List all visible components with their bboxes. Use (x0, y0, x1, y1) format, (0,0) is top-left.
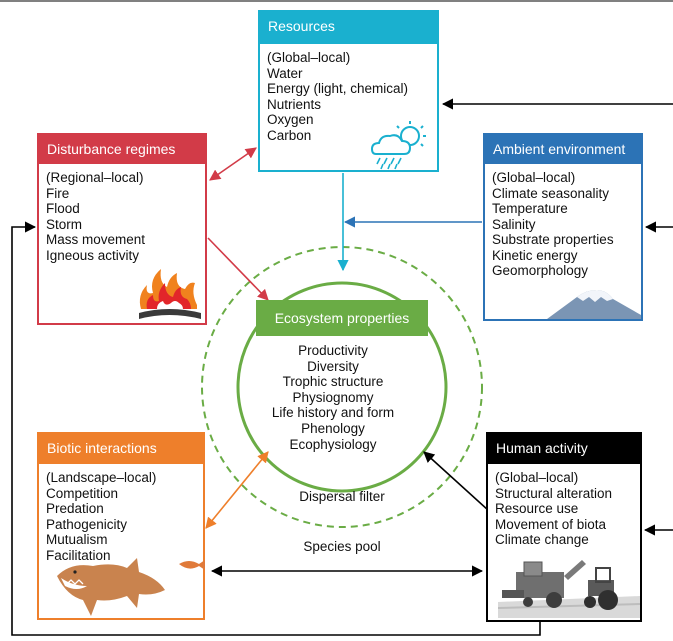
biotic-item: Mutualism (46, 532, 108, 547)
human-item: Movement of biota (495, 516, 607, 532)
disturbance-list: (Regional–local) Fire Flood Storm Mass m… (39, 164, 205, 263)
human-item: Climate change (495, 532, 589, 547)
biotic-item: Pathogenicity (46, 516, 128, 532)
ambient-item: Climate seasonality (492, 185, 610, 201)
ambient-item: Temperature (492, 201, 568, 216)
biotic-item: Predation (46, 501, 104, 516)
biotic-ecosystem-arrow (205, 451, 269, 529)
ambient-item: (Global–local) (492, 170, 576, 185)
disturbance-box: Disturbance regimes (Regional–local) Fir… (37, 133, 207, 325)
disturbance-item: Mass movement (46, 232, 146, 247)
human-title: Human activity (488, 434, 640, 464)
ambient-item: Salinity (492, 216, 536, 232)
human-box: Human activity (Global–local) Structural… (486, 432, 642, 622)
ecosystem-item: Trophic structure (282, 374, 384, 390)
biotic-list: (Landscape–local) Competition Predation … (39, 464, 203, 563)
feedback-loop-left (11, 221, 541, 636)
ecosystem-item: Phenology (301, 420, 365, 436)
ambient-item: Geomorphology (492, 263, 589, 278)
mountain-icon (547, 290, 641, 319)
disturbance-item: Storm (46, 216, 83, 232)
human-item: (Global–local) (495, 470, 579, 485)
dispersal-filter-circle (201, 246, 483, 528)
disturbance-item: Igneous activity (46, 247, 140, 263)
biotic-item: (Landscape–local) (46, 470, 157, 485)
ecosystem-item: Ecophysiology (289, 436, 377, 452)
ecosystem-list: Productivity Diversity Trophic structure… (263, 343, 403, 452)
disturbance-item: Fire (46, 185, 70, 201)
resources-title: Resources (260, 12, 437, 44)
dispersal-filter-label: Dispersal filter (299, 489, 385, 504)
human-item: Resource use (495, 501, 579, 516)
ambient-title: Ambient environment (485, 135, 641, 164)
weather-sun-cloud-rain-icon (370, 121, 426, 170)
ambient-item: Substrate properties (492, 232, 614, 247)
disturbance-resources-arrow (209, 147, 257, 181)
ambient-box: Ambient environment (Global–local) Clima… (483, 133, 643, 321)
ecosystem-item: Diversity (307, 358, 359, 374)
biotic-box: Biotic interactions (Landscape–local) Co… (37, 432, 205, 620)
human-list: (Global–local) Structural alteration Res… (488, 464, 640, 548)
human-item: Structural alteration (495, 485, 613, 501)
resources-item: Carbon (267, 127, 312, 143)
ambient-item: Kinetic energy (492, 247, 578, 263)
ecosystem-item: Physiognomy (292, 389, 374, 405)
ecosystem-item: Productivity (298, 343, 368, 358)
disturbance-ecosystem-arrow (207, 237, 269, 301)
resources-item: Nutrients (267, 96, 322, 112)
resources-item: (Global–local) (267, 50, 351, 65)
resources-item: Oxygen (267, 112, 314, 127)
disturbance-item: (Regional–local) (46, 170, 144, 185)
ecosystem-item: Life history and form (271, 405, 395, 421)
fire-icon (139, 269, 201, 319)
ecosystem-title: Ecosystem properties (256, 300, 428, 336)
resources-box: Resources (Global–local) Water Energy (l… (258, 10, 439, 172)
resources-item: Energy (light, chemical) (267, 81, 409, 96)
biotic-title: Biotic interactions (39, 434, 203, 464)
ambient-list: (Global–local) Climate seasonality Tempe… (485, 164, 641, 279)
harvester-tractor-icon (498, 560, 640, 618)
resources-list: (Global–local) Water Energy (light, chem… (260, 44, 437, 143)
resources-item: Water (267, 65, 303, 81)
biotic-item: Competition (46, 485, 119, 501)
disturbance-item: Flood (46, 201, 80, 216)
biotic-item: Facilitation (46, 547, 111, 563)
species-pool-label: Species pool (303, 539, 381, 554)
shark-fish-icon (57, 558, 205, 616)
disturbance-title: Disturbance regimes (39, 135, 205, 164)
